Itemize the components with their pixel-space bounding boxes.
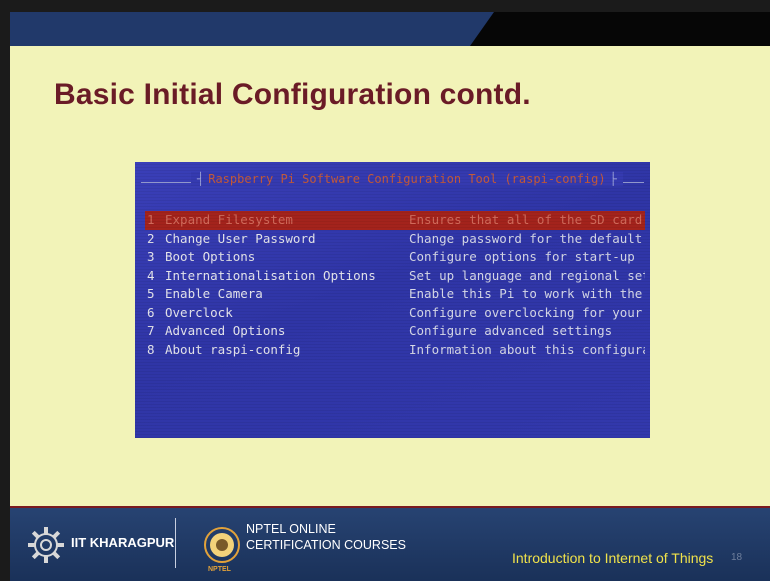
config-tool-title: Raspberry Pi Software Configuration Tool… [191,172,623,186]
menu-item-label: Internationalisation Options [165,267,376,283]
menu-item-label: Advanced Options [165,323,286,338]
menu-item-number: 6 [147,304,155,320]
menu-item[interactable]: 6 Overclock Configure overclocking for you… [145,304,645,323]
menu-item-number: 5 [147,286,155,301]
menu-item[interactable]: 7 Advanced Options Configure advanced sett… [145,322,645,341]
menu-item-description: Change password for the default u [409,230,645,246]
menu-item-description: Configure advanced settings [409,323,613,338]
menu-item-description: Enable this Pi to work with the R [409,286,645,301]
menu-item[interactable]: 4 Internationalisation Options Set up lang… [145,267,645,286]
menu-item-description: Configure overclocking for your P [409,304,645,320]
menu-item-description: Configure options for start-up [409,249,635,264]
menu-item[interactable]: 8 About raspi-config Information about thi… [145,341,645,360]
nptel-title-line2: CERTIFICATION COURSES [246,538,406,552]
menu-item-description: Ensures that all of the SD card [409,212,643,227]
menu-item[interactable]: 1 Expand Filesystem Ensures that all of th… [145,211,645,230]
slide: Basic Initial Configuration contd. Raspb… [10,12,770,581]
menu-item-number: 7 [147,323,155,338]
menu-item-number: 3 [147,249,155,264]
menu-item[interactable]: 3 Boot Options Configure options for start… [145,248,645,267]
menu-item-number: 4 [147,267,155,283]
footer-divider [10,506,770,508]
menu-item[interactable]: 2 Change User Password Change password for… [145,230,645,249]
menu-item-label: Overclock [165,304,233,320]
gear-emblem-icon [28,527,64,563]
menu-item-label: Change User Password [165,230,316,246]
institute-name: IIT KHARAGPUR [71,535,175,550]
menu-item-label: About raspi-config [165,341,301,357]
page-number: 18 [731,552,743,563]
course-name: Introduction to Internet of Things [512,550,714,566]
raspi-config-screenshot: Raspberry Pi Software Configuration Tool… [135,162,650,438]
header-bar-accent [470,12,770,46]
menu-item-label: Expand Filesystem [165,212,293,227]
footer: IIT KHARAGPUR NPTEL ONLINE CERTIFICATION… [10,508,770,581]
config-menu: 1 Expand Filesystem Ensures that all of th… [145,211,645,359]
footer-separator [175,518,176,568]
menu-item-number: 1 [147,212,155,227]
menu-item-description: Set up language and regional sett [409,267,645,283]
nptel-caption: NPTEL [208,566,231,573]
nptel-emblem-icon [204,527,240,563]
slide-title: Basic Initial Configuration contd. [54,78,531,111]
menu-item-label: Boot Options [165,249,256,264]
menu-item[interactable]: 5 Enable Camera Enable this Pi to work wit… [145,285,645,304]
menu-item-label: Enable Camera [165,286,263,301]
nptel-title-line1: NPTEL ONLINE [246,522,336,536]
menu-item-description: Information about this configurat [409,341,645,357]
menu-item-number: 8 [147,341,155,357]
menu-item-number: 2 [147,230,155,246]
